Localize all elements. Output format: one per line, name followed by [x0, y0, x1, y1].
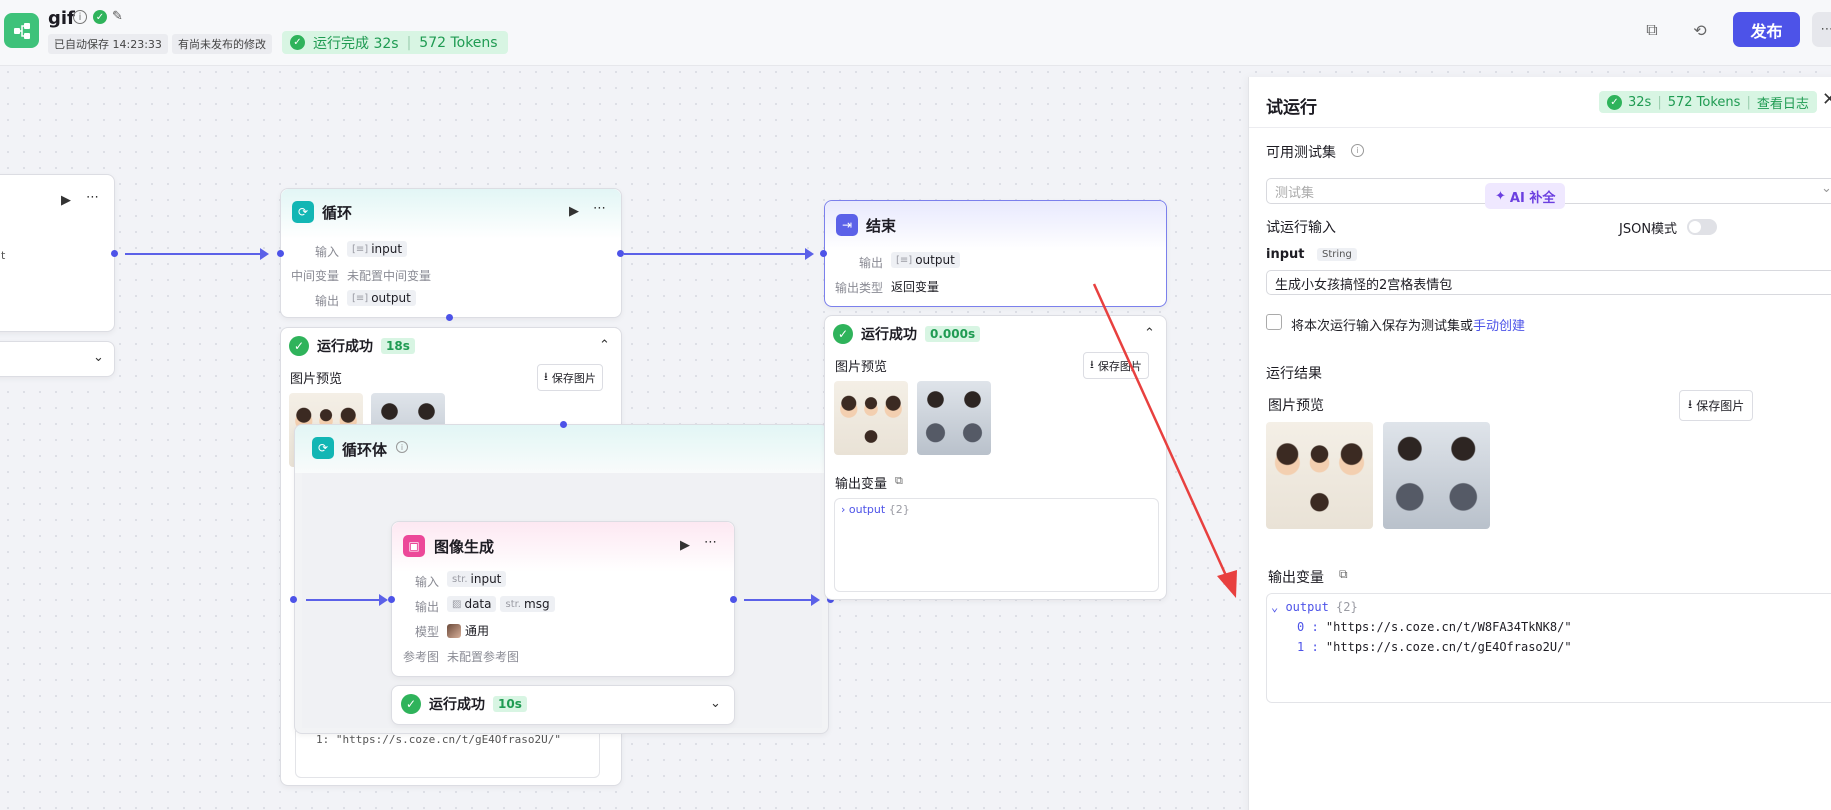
chevron-up-icon[interactable]: ⌃ — [1144, 326, 1155, 341]
download-icon: ⭳ — [1688, 397, 1693, 411]
copy-icon[interactable]: ⧉ — [1646, 20, 1658, 39]
success-icon: ✓ — [401, 694, 421, 714]
loop-node[interactable]: ⟳ 循环 ▶ ⋯ 输入 [≡]input 中间变量 未配置中间变量 输出 [≡]… — [280, 188, 622, 318]
output-port[interactable] — [730, 596, 737, 603]
image-icon: ▣ — [403, 535, 425, 557]
tree-item: 0 : "https://s.coze.cn/t/W8FA34TkNK8/" — [1297, 620, 1572, 634]
panel-title: 试运行 — [1266, 98, 1317, 118]
tree-node-output[interactable]: › output {2} — [841, 503, 910, 516]
run-node-icon[interactable]: ▶ — [680, 538, 690, 553]
tree-item: 1 : "https://s.coze.cn/t/gE4Ofraso2U/" — [1297, 640, 1572, 654]
msg-var-chip: str.msg — [500, 596, 555, 612]
input-var-chip: str.input — [447, 571, 507, 587]
end-icon: ⇥ — [836, 214, 858, 236]
chevron-down-icon[interactable]: ⌄ — [93, 350, 104, 365]
start-node-run-result[interactable]: ⌄ — [0, 341, 115, 377]
start-input-fragment: t — [1, 249, 6, 262]
save-testset-checkbox[interactable] — [1266, 314, 1282, 330]
success-icon: ✓ — [290, 35, 305, 50]
edge-body-image — [306, 594, 388, 606]
top-bar: gif i ✓ ✎ 已自动保存 14:23:33 有尚未发布的修改 ✓ 运行完成… — [0, 0, 1831, 66]
info-icon[interactable]: i — [396, 441, 408, 453]
close-icon[interactable]: ✕ — [1822, 89, 1831, 110]
download-icon: ⭳ — [544, 370, 548, 383]
annotation-arrow — [1092, 283, 1237, 598]
save-image-button[interactable]: ⭳保存图片 — [537, 364, 603, 391]
more-icon[interactable]: ⋯ — [593, 201, 606, 216]
edit-icon[interactable]: ✎ — [112, 9, 123, 24]
loop-icon: ⟳ — [292, 201, 314, 223]
result-image[interactable] — [1383, 422, 1490, 529]
check-icon: ✓ — [93, 10, 107, 24]
chevron-down-icon[interactable]: ⌄ — [1821, 181, 1831, 196]
input-field[interactable]: 生成小女孩搞怪的2宫格表情包 — [1266, 270, 1831, 295]
workflow-icon — [4, 13, 39, 48]
output-var-chip: [≡]output — [347, 290, 416, 306]
view-log-link[interactable]: 查看日志 — [1756, 96, 1809, 112]
output-tree: ⌄ output {2} 0 : "https://s.coze.cn/t/W8… — [1266, 593, 1831, 703]
input-var-chip: [≡]input — [347, 241, 408, 257]
output-tree: › output {2} — [834, 498, 1159, 592]
chevron-down-icon[interactable]: ⌄ — [710, 696, 721, 711]
autosave-tag: 已自动保存 14:23:33 — [48, 34, 168, 54]
run-summary-chip: ✓ 32s|572 Tokens| 查看日志 — [1599, 91, 1817, 113]
sparkle-icon: ✦ — [1495, 188, 1506, 204]
model-avatar — [447, 623, 461, 638]
image-gen-node[interactable]: ▣ 图像生成 ▶ ⋯ 输入 str.input 输出 ▨data str.msg… — [391, 521, 735, 677]
edge-image-body — [744, 594, 820, 606]
run-node-icon[interactable]: ▶ — [61, 193, 71, 208]
save-image-button[interactable]: ⭳保存图片 — [1679, 390, 1754, 421]
output-var-chip: [≡]output — [891, 252, 960, 268]
json-mode-toggle[interactable] — [1687, 219, 1717, 235]
result-image[interactable] — [1266, 422, 1373, 529]
edge-loop-end — [624, 248, 814, 260]
start-node[interactable]: ▶ ⋯ t — [0, 174, 115, 332]
preview-image[interactable] — [917, 381, 991, 455]
download-icon: ⭳ — [1090, 358, 1094, 371]
loop-body-input-port[interactable] — [290, 596, 297, 603]
unpublished-tag: 有尚未发布的修改 — [172, 34, 272, 54]
more-icon[interactable]: ⋯ — [704, 535, 717, 550]
tree-node-output[interactable]: ⌄ output {2} — [1271, 600, 1358, 614]
copy-icon[interactable]: ⧉ — [895, 474, 903, 487]
run-status-chip[interactable]: ✓ 运行完成 32s | 572 Tokens — [282, 31, 508, 54]
loop-body-port[interactable] — [446, 314, 453, 321]
edge-start-loop — [125, 248, 269, 260]
input-port[interactable] — [388, 596, 395, 603]
type-badge: String — [1317, 248, 1357, 261]
run-node-icon[interactable]: ▶ — [569, 204, 579, 219]
output-port[interactable] — [111, 250, 118, 257]
more-icon[interactable]: ⋯ — [86, 190, 99, 205]
loop-body-icon: ⟳ — [312, 437, 334, 459]
history-icon[interactable]: ⟲ — [1693, 20, 1707, 40]
info-icon[interactable]: i — [1351, 144, 1364, 157]
app-name: gif — [48, 8, 75, 29]
publish-button[interactable]: 发布 — [1733, 12, 1800, 47]
more-icon[interactable]: ⋯ — [1812, 12, 1831, 47]
ai-complete-button[interactable]: ✦AI 补全 — [1485, 183, 1566, 209]
success-icon: ✓ — [289, 336, 309, 356]
image-type-icon: ▨ — [452, 598, 462, 610]
info-icon[interactable]: i — [73, 10, 87, 24]
copy-icon[interactable]: ⧉ — [1339, 567, 1348, 581]
end-node[interactable]: ⇥ 结束 输出 [≡]output 输出类型 返回变量 — [824, 200, 1167, 307]
input-port[interactable] — [277, 250, 284, 257]
success-icon: ✓ — [833, 324, 853, 344]
manual-create-link[interactable]: 手动创建 — [1473, 319, 1526, 334]
preview-image[interactable] — [834, 381, 908, 455]
output-port[interactable] — [617, 250, 624, 257]
input-port[interactable] — [820, 250, 827, 257]
node-title: 循环 — [322, 204, 353, 222]
loop-body-port[interactable] — [560, 421, 567, 428]
success-icon: ✓ — [1607, 94, 1622, 110]
data-var-chip: ▨data — [447, 596, 497, 612]
chevron-up-icon[interactable]: ⌃ — [599, 338, 610, 353]
